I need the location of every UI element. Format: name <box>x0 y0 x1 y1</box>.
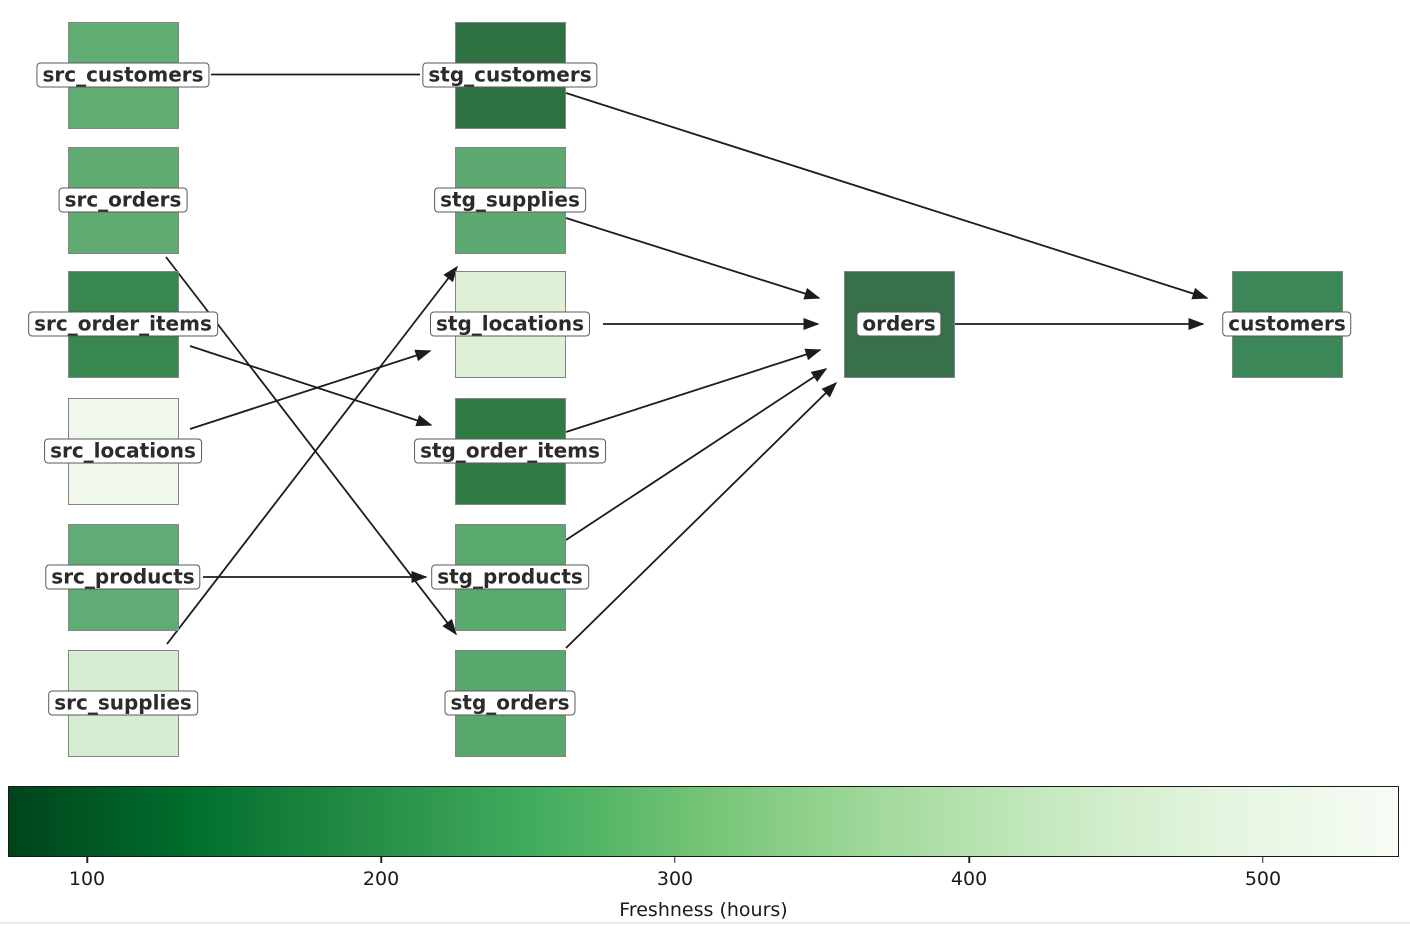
colorbar-gradient <box>8 786 1399 857</box>
node-label-src_supplies: src_supplies <box>48 690 198 716</box>
edge-stg_products-to-orders <box>565 368 828 541</box>
figure-bottom-border <box>0 922 1410 924</box>
edge-src_locations-to-stg_locations <box>189 349 432 430</box>
colorbar-tick <box>674 857 676 863</box>
colorbar-tick <box>1262 857 1264 863</box>
edge-stg_supplies-to-orders <box>565 217 821 300</box>
colorbar-tick-label: 500 <box>1244 868 1282 890</box>
edge-stg_order_items-to-orders <box>565 348 822 433</box>
node-label-stg_supplies: stg_supplies <box>434 187 586 213</box>
node-label-src_locations: src_locations <box>44 438 202 464</box>
edge-stg_orders-to-orders <box>565 381 838 649</box>
node-label-stg_orders: stg_orders <box>444 690 576 716</box>
colorbar-tick <box>380 857 382 863</box>
node-label-src_orders: src_orders <box>58 187 188 213</box>
node-label-stg_locations: stg_locations <box>429 311 591 337</box>
colorbar-tick-label: 100 <box>68 868 106 890</box>
node-label-stg_products: stg_products <box>431 564 589 590</box>
node-label-orders: orders <box>856 311 942 337</box>
edge-src_order_items-to-stg_order_items <box>189 345 433 427</box>
node-label-stg_order_items: stg_order_items <box>414 438 606 464</box>
node-label-src_customers: src_customers <box>36 62 210 88</box>
edge-stg_customers-to-customers <box>565 92 1209 300</box>
edge-src_supplies-to-stg_supplies <box>166 265 458 645</box>
colorbar-tick-label: 300 <box>656 868 694 890</box>
node-label-src_order_items: src_order_items <box>28 311 218 337</box>
node-label-customers: customers <box>1222 311 1352 337</box>
colorbar-tick <box>86 857 88 863</box>
node-label-stg_customers: stg_customers <box>422 62 598 88</box>
colorbar-tick-label: 400 <box>950 868 988 890</box>
node-label-src_products: src_products <box>45 564 201 590</box>
colorbar-tick <box>968 857 970 863</box>
colorbar-tick-label: 200 <box>362 868 400 890</box>
colorbar-axis-label: Freshness (hours) <box>619 899 788 921</box>
